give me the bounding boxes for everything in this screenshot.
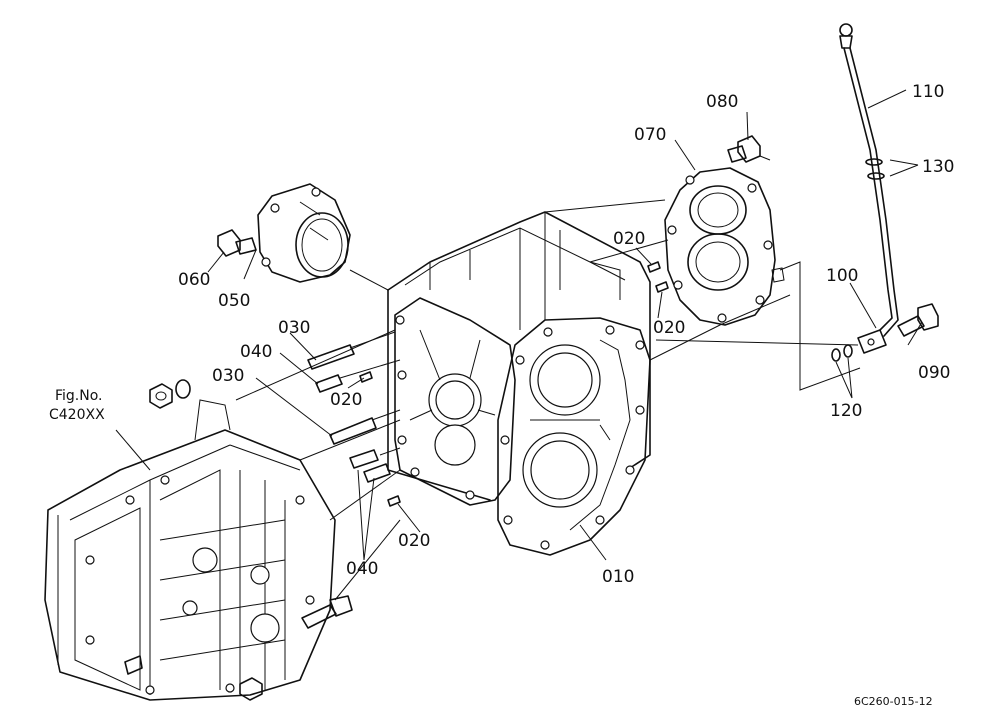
part-100-bracket <box>857 329 887 354</box>
callout-120: 120 <box>830 401 862 421</box>
part-070-cover <box>664 167 785 326</box>
callout-060: 060 <box>178 270 210 290</box>
drawing-code: 6C260-015-12 <box>854 695 933 708</box>
callout-040-upper: 040 <box>240 342 272 362</box>
part-130-o-rings <box>865 158 885 180</box>
callout-020-upper-right: 020 <box>613 229 645 249</box>
callout-020-left: 020 <box>330 390 362 410</box>
callout-030-lower: 030 <box>212 366 244 386</box>
part-080-bolt <box>727 135 761 163</box>
callout-010: 010 <box>602 567 634 587</box>
assembly-lines <box>235 155 861 601</box>
part-120-o-rings <box>831 344 853 362</box>
callout-090: 090 <box>918 363 950 383</box>
callout-020-bottom: 020 <box>398 531 430 551</box>
callout-070: 070 <box>634 125 666 145</box>
part-040-stud-upper <box>315 374 343 393</box>
callout-050: 050 <box>218 291 250 311</box>
part-050-bearing-retainer <box>257 183 351 283</box>
reference-fig-number: C420XX <box>49 407 105 423</box>
part-090-bolt <box>897 303 939 337</box>
callout-080: 080 <box>706 92 738 112</box>
callout-110: 110 <box>912 82 944 102</box>
callout-130: 130 <box>922 157 954 177</box>
part-010-transmission-case <box>387 211 651 556</box>
part-040-stud-lower <box>349 449 391 483</box>
part-030-stud-upper <box>307 344 355 370</box>
callout-030-upper: 030 <box>278 318 310 338</box>
callout-leaders <box>115 89 923 561</box>
part-030-stud-lower <box>329 417 377 445</box>
reference-transmission-case <box>44 379 353 701</box>
callout-040-lower: 040 <box>346 559 378 579</box>
reference-fig-label: Fig.No. <box>55 388 103 404</box>
callout-020-right: 020 <box>653 318 685 338</box>
callout-100: 100 <box>826 266 858 286</box>
part-110-dipstick-tube <box>839 23 899 337</box>
